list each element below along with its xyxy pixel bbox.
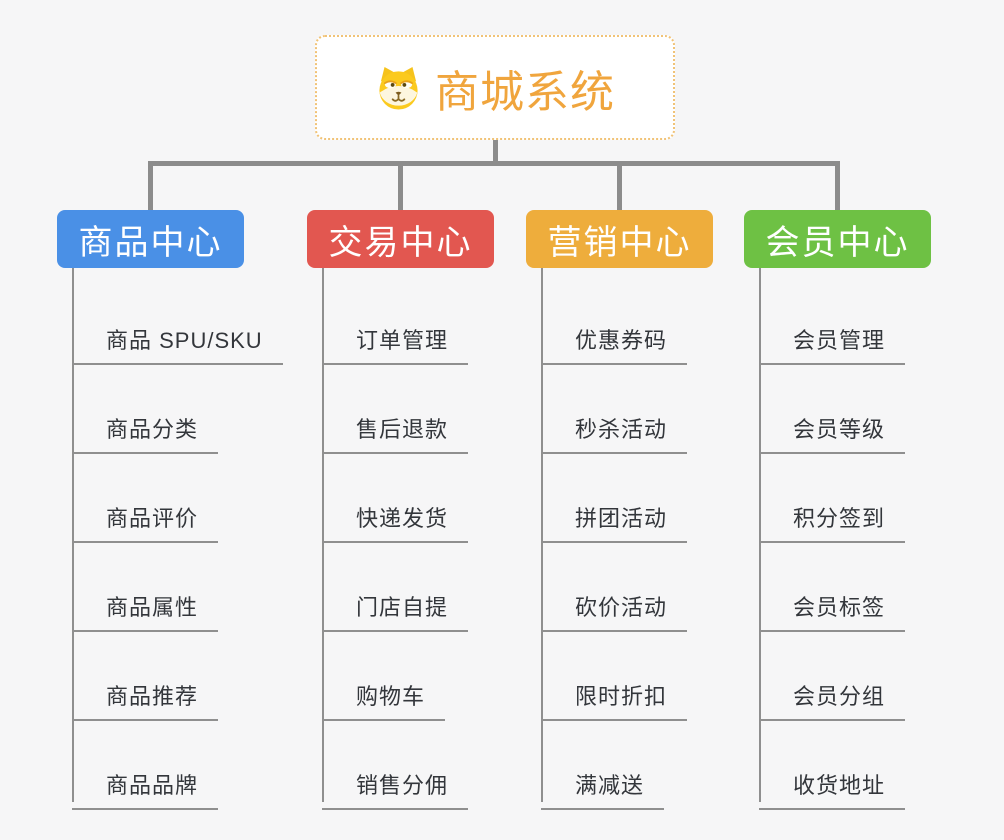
child-node-trade-center-5[interactable]: 购物车 <box>322 665 446 721</box>
root-connector-line <box>492 140 498 166</box>
root-title: 商城系统 <box>435 67 615 117</box>
child-node-product-center-5[interactable]: 商品推荐 <box>72 665 219 721</box>
root-node[interactable]: 商城系统 <box>315 35 675 140</box>
child-node-trade-center-3[interactable]: 快递发货 <box>322 487 469 543</box>
child-node-trade-center-6[interactable]: 销售分佣 <box>322 754 469 810</box>
branch-node-trade-center[interactable]: 交易中心 <box>307 210 494 268</box>
child-node-member-center-5[interactable]: 会员分组 <box>759 665 906 721</box>
branch-node-product-center[interactable]: 商品中心 <box>57 210 244 268</box>
branch-bus-line <box>148 161 840 166</box>
branch-drop-line-member-center <box>835 161 840 210</box>
child-node-member-center-3[interactable]: 积分签到 <box>759 487 906 543</box>
child-node-trade-center-2[interactable]: 售后退款 <box>322 398 469 454</box>
branch-trunk-line-member-center <box>759 268 761 802</box>
branch-node-member-center[interactable]: 会员中心 <box>744 210 931 268</box>
child-node-member-center-6[interactable]: 收货地址 <box>759 754 906 810</box>
child-node-marketing-center-3[interactable]: 拼团活动 <box>541 487 688 543</box>
child-node-member-center-1[interactable]: 会员管理 <box>759 309 906 365</box>
child-node-member-center-4[interactable]: 会员标签 <box>759 576 906 632</box>
child-node-product-center-2[interactable]: 商品分类 <box>72 398 219 454</box>
child-node-product-center-3[interactable]: 商品评价 <box>72 487 219 543</box>
child-node-product-center-6[interactable]: 商品品牌 <box>72 754 219 810</box>
child-node-marketing-center-6[interactable]: 满减送 <box>541 754 665 810</box>
branch-drop-line-product-center <box>148 161 153 210</box>
child-node-product-center-4[interactable]: 商品属性 <box>72 576 219 632</box>
branch-trunk-line-product-center <box>72 268 74 802</box>
child-node-member-center-2[interactable]: 会员等级 <box>759 398 906 454</box>
child-node-marketing-center-1[interactable]: 优惠券码 <box>541 309 688 365</box>
child-node-marketing-center-4[interactable]: 砍价活动 <box>541 576 688 632</box>
branch-drop-line-marketing-center <box>617 161 622 210</box>
child-node-marketing-center-2[interactable]: 秒杀活动 <box>541 398 688 454</box>
child-node-trade-center-4[interactable]: 门店自提 <box>322 576 469 632</box>
dog-face-icon <box>375 64 422 111</box>
branch-drop-line-trade-center <box>398 161 403 210</box>
child-node-product-center-1[interactable]: 商品 SPU/SKU <box>72 309 283 365</box>
child-node-marketing-center-5[interactable]: 限时折扣 <box>541 665 688 721</box>
branch-node-marketing-center[interactable]: 营销中心 <box>526 210 713 268</box>
branch-trunk-line-marketing-center <box>541 268 543 802</box>
child-node-trade-center-1[interactable]: 订单管理 <box>322 309 469 365</box>
branch-trunk-line-trade-center <box>322 268 324 802</box>
